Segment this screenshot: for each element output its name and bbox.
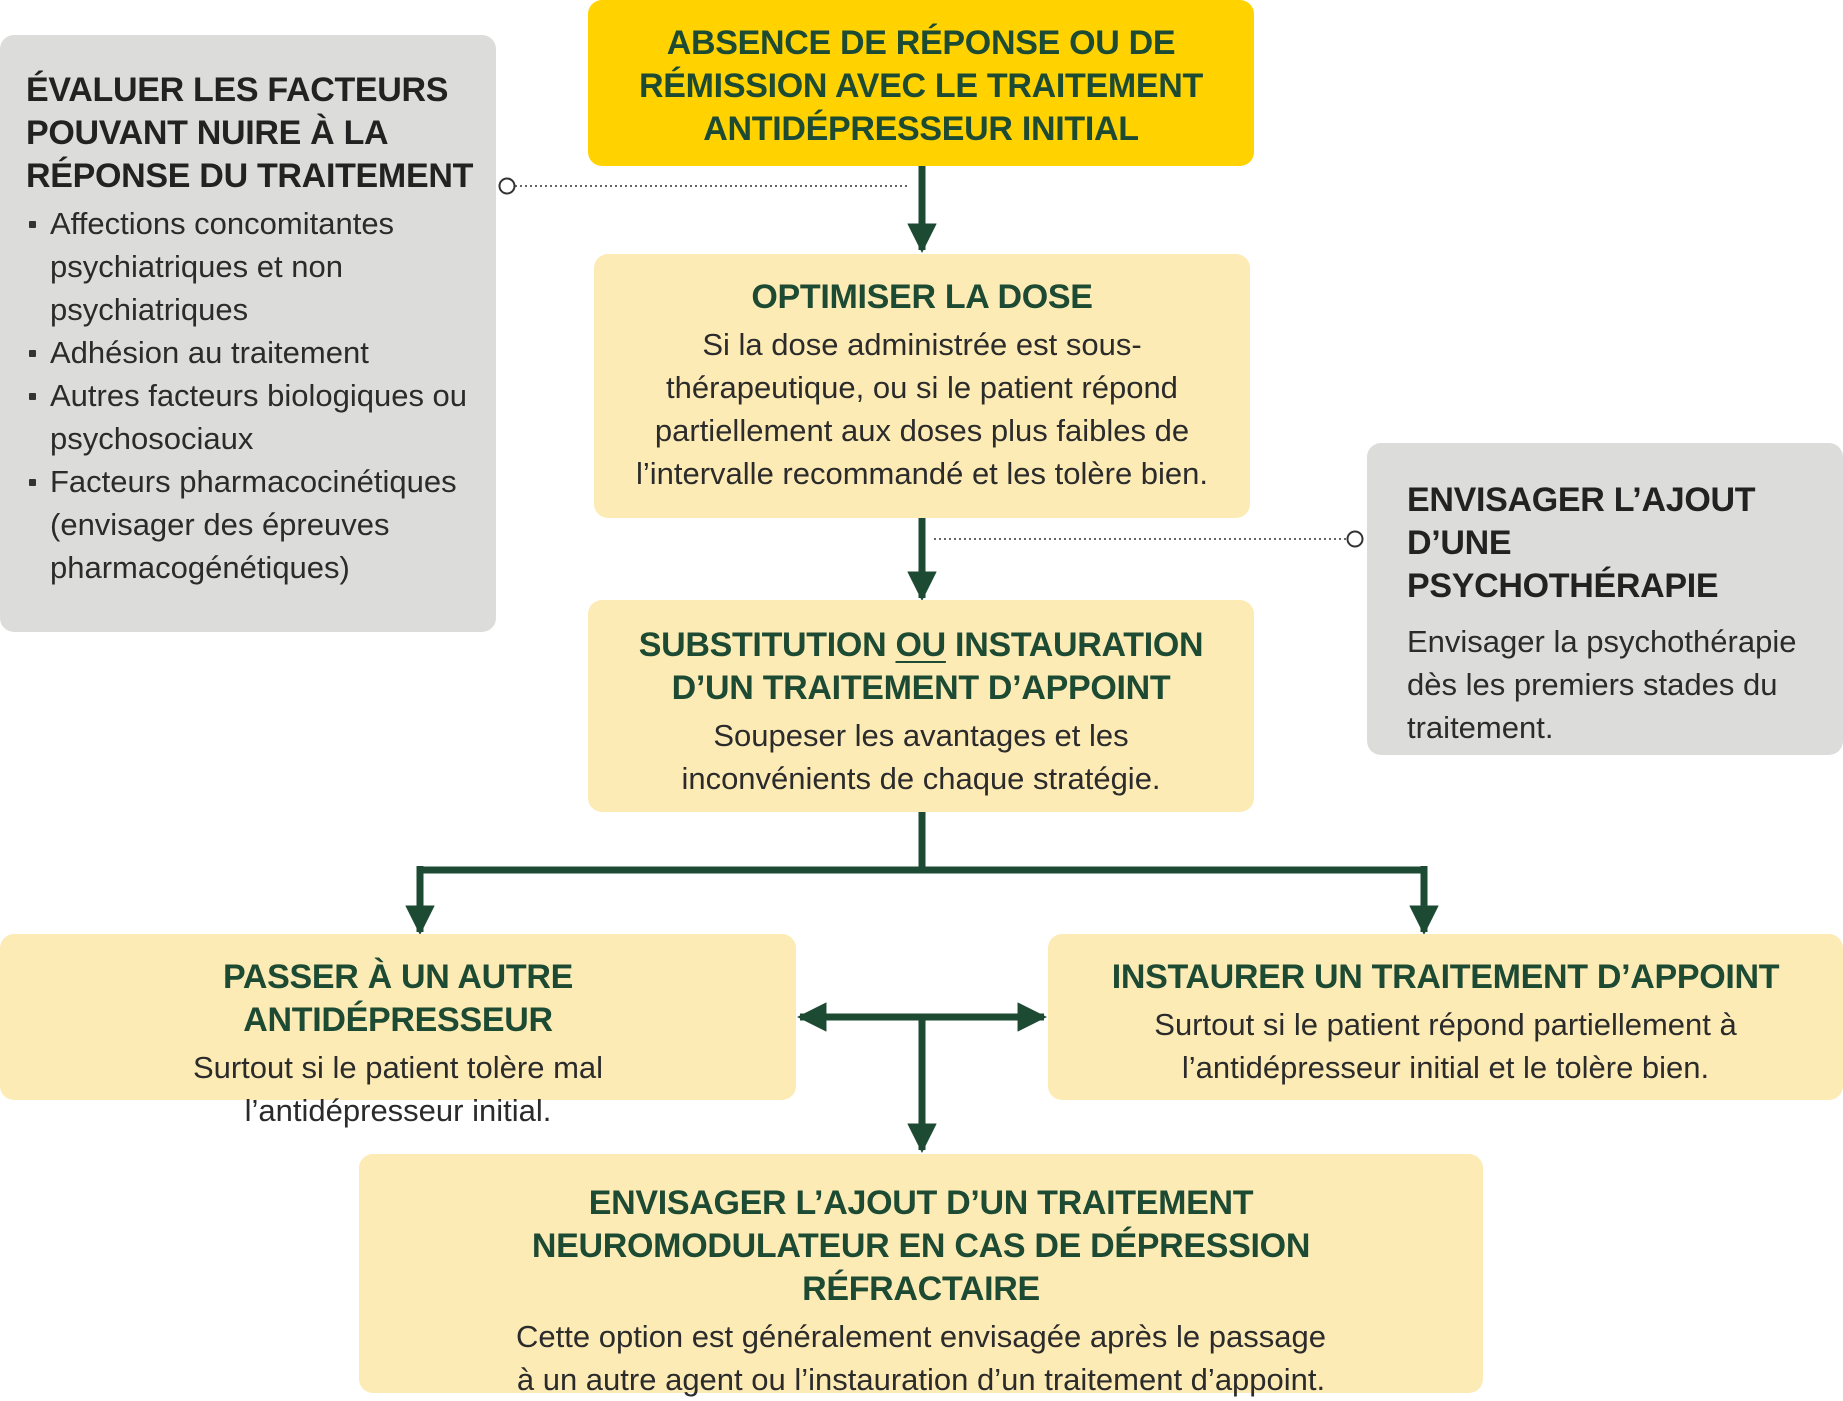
factor-item: Autres facteurs biologiques ou psychosoc…: [26, 374, 476, 460]
factors-box: ÉVALUER LES FACTEURS POUVANT NUIRE À LA …: [0, 35, 496, 632]
psycho-title: ENVISAGER L’AJOUT D’UNE PSYCHOTHÉRAPIE: [1407, 481, 1756, 605]
psycho-body: Envisager la psychothérapie dès les prem…: [1407, 624, 1797, 745]
substitution-box: SUBSTITUTION OU INSTAURATION D’UN TRAITE…: [588, 600, 1254, 812]
switch-box: PASSER À UN AUTRE ANTIDÉPRESSEUR Surtout…: [0, 934, 796, 1128]
dose-box: OPTIMISER LA DOSE Si la dose administrée…: [594, 254, 1250, 518]
start-box: ABSENCE DE RÉPONSE OU DE RÉMISSION AVEC …: [588, 0, 1254, 166]
start-title: ABSENCE DE RÉPONSE OU DE RÉMISSION AVEC …: [639, 24, 1203, 148]
factors-title: ÉVALUER LES FACTEURS POUVANT NUIRE À LA …: [26, 71, 474, 195]
dose-title: OPTIMISER LA DOSE: [751, 278, 1093, 316]
dotted-link-factors-node: [498, 177, 516, 195]
substitution-title-part1: SUBSTITUTION: [638, 626, 887, 664]
neuromod-title: ENVISAGER L’AJOUT D’UN TRAITEMENT NEUROM…: [531, 1184, 1311, 1308]
dose-body: Si la dose administrée est sous-thérapeu…: [635, 327, 1209, 491]
factors-list: Affections concomitantes psychiatriques …: [26, 202, 476, 589]
substitution-title: SUBSTITUTION OU INSTAURATION D’UN TRAITE…: [618, 624, 1224, 710]
adjunct-box: INSTAURER UN TRAITEMENT D’APPOINT Surtou…: [1048, 934, 1843, 1100]
switch-body: Surtout si le patient tolère mal l’antid…: [192, 1050, 604, 1128]
factor-item: Adhésion au traitement: [26, 331, 476, 374]
switch-title: PASSER À UN AUTRE ANTIDÉPRESSEUR: [222, 958, 574, 1039]
neuromod-body: Cette option est généralement envisagée …: [516, 1319, 1326, 1397]
substitution-title-part2: INSTAURATION D’UN TRAITEMENT D’APPOINT: [671, 626, 1204, 707]
factor-item: Facteurs pharmacocinétiques (envisager d…: [26, 460, 476, 589]
dotted-link-psycho-node: [1346, 530, 1364, 548]
adjunct-title: INSTAURER UN TRAITEMENT D’APPOINT: [1111, 958, 1780, 996]
factor-item: Affections concomitantes psychiatriques …: [26, 202, 476, 331]
adjunct-body: Surtout si le patient répond partielleme…: [1154, 1007, 1737, 1085]
neuromod-box: ENVISAGER L’AJOUT D’UN TRAITEMENT NEUROM…: [359, 1154, 1483, 1397]
substitution-body: Soupeser les avantages et les inconvénie…: [681, 718, 1161, 796]
substitution-title-or: OU: [895, 626, 946, 664]
psycho-box: ENVISAGER L’AJOUT D’UNE PSYCHOTHÉRAPIE E…: [1367, 443, 1843, 755]
